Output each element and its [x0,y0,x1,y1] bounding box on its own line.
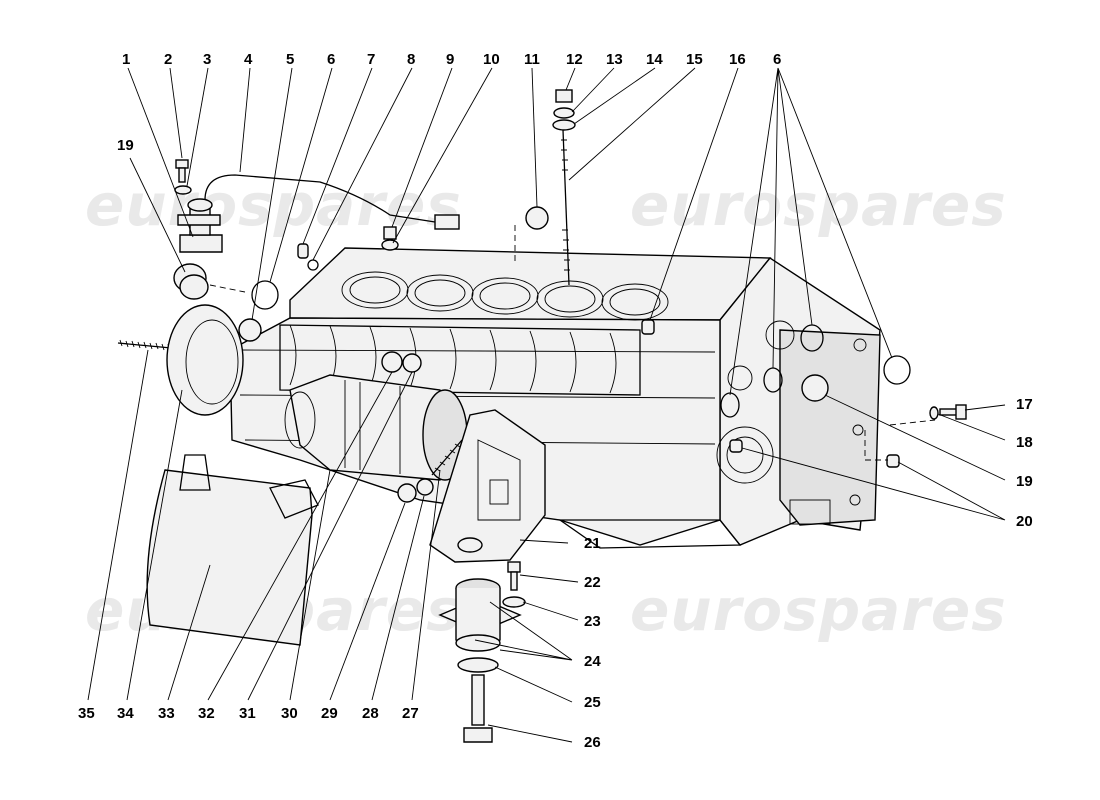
callout-20: 20 [1016,513,1033,530]
callout-6-left: 6 [327,51,335,68]
part-30-starter-motor [284,374,468,481]
part-17-screw [939,404,967,420]
part-18-washer [929,406,939,420]
part-11-plug [525,206,549,230]
watermark-top-right: eurospares [630,171,1007,239]
callout-22: 22 [584,574,601,591]
part-24-rubber-mount [438,578,522,652]
part-26-bolt [463,674,493,743]
flange-holes [849,338,867,506]
callout-28: 28 [362,705,379,722]
part-19-large-plug-left [173,263,209,300]
part-15-long-stud [561,129,570,286]
part-33-cover-plate [146,454,319,646]
assembly-lines [209,225,936,461]
part-1-speed-sensor [177,198,223,253]
callout-32: 32 [198,705,215,722]
callout-34: 34 [117,705,134,722]
block-flange [779,329,881,526]
part-22-bolt [507,561,521,591]
watermark-top-left: eurospares [85,171,462,239]
part-28-nut [416,478,434,496]
part-7-dowel [297,243,309,259]
callout-26: 26 [584,734,601,751]
callout-2: 2 [164,51,172,68]
part-3-washer [174,185,192,195]
callout-35: 35 [78,705,95,722]
rear-bore-top [765,320,795,350]
cable-connector [434,214,460,230]
watermark-bottom-right: eurospares [630,576,1007,644]
oil-rail [557,519,742,549]
part-31-plug [381,351,403,373]
part-19-plug-right [801,374,829,402]
callout-14: 14 [646,51,663,68]
callout-11: 11 [524,51,540,68]
part-13-washer [553,107,575,119]
part-29-washer [397,483,417,503]
callout-17: 17 [1016,396,1033,413]
callout-16: 16 [729,51,746,68]
callout-18: 18 [1016,434,1033,451]
part-2-screw [175,159,189,183]
callout-numbers: 1 2 3 4 5 6 7 8 9 10 11 12 13 14 15 16 6… [78,51,1033,751]
callout-6-right: 6 [773,51,781,68]
part-20-dowel-2 [886,454,900,468]
callout-29: 29 [321,705,338,722]
callout-19-right: 19 [1016,473,1033,490]
part-23-washer [502,596,526,608]
rear-main-bore-inner [726,436,764,474]
callout-5: 5 [286,51,294,68]
part-4-cable [204,174,436,223]
part-6-o-ring-4 [883,355,911,385]
callout-19-left: 19 [117,137,134,154]
part-21-mount-bracket [429,409,546,563]
callout-13: 13 [606,51,623,68]
part-10-washer [381,239,399,251]
part-9-screw [383,226,397,240]
callout-7: 7 [367,51,375,68]
callout-1: 1 [122,51,130,68]
callout-24: 24 [584,653,601,670]
part-16-dowel [641,319,655,335]
flange-pad [789,499,831,525]
callout-31: 31 [239,705,256,722]
callout-25: 25 [584,694,601,711]
leader-lines [87,67,1006,743]
part-20-dowel-1 [729,439,743,453]
rear-main-bore [716,426,774,484]
part-32-plug [402,353,422,373]
callout-33: 33 [158,705,175,722]
part-6-o-ring-left [251,280,279,310]
part-12-nut [555,89,573,103]
callout-30: 30 [281,705,298,722]
part-14-washer [552,119,576,131]
callout-12: 12 [566,51,583,68]
callout-27: 27 [402,705,419,722]
callout-8: 8 [407,51,415,68]
callout-23: 23 [584,613,601,630]
cylinder-bores [341,271,669,321]
watermarks: eurospares eurospares eurospares eurospa… [85,171,1007,644]
callout-10: 10 [483,51,500,68]
part-5-plug [238,318,262,342]
part-25-washer [457,657,499,673]
part-8-ring [307,259,319,271]
callout-3: 3 [203,51,211,68]
rear-bore-mid [727,365,753,391]
callout-9: 9 [446,51,454,68]
part-34-oil-seal [166,304,244,416]
callout-21: 21 [584,535,601,552]
callout-15: 15 [686,51,703,68]
callout-4: 4 [244,51,253,68]
part-27-stud [431,439,463,476]
